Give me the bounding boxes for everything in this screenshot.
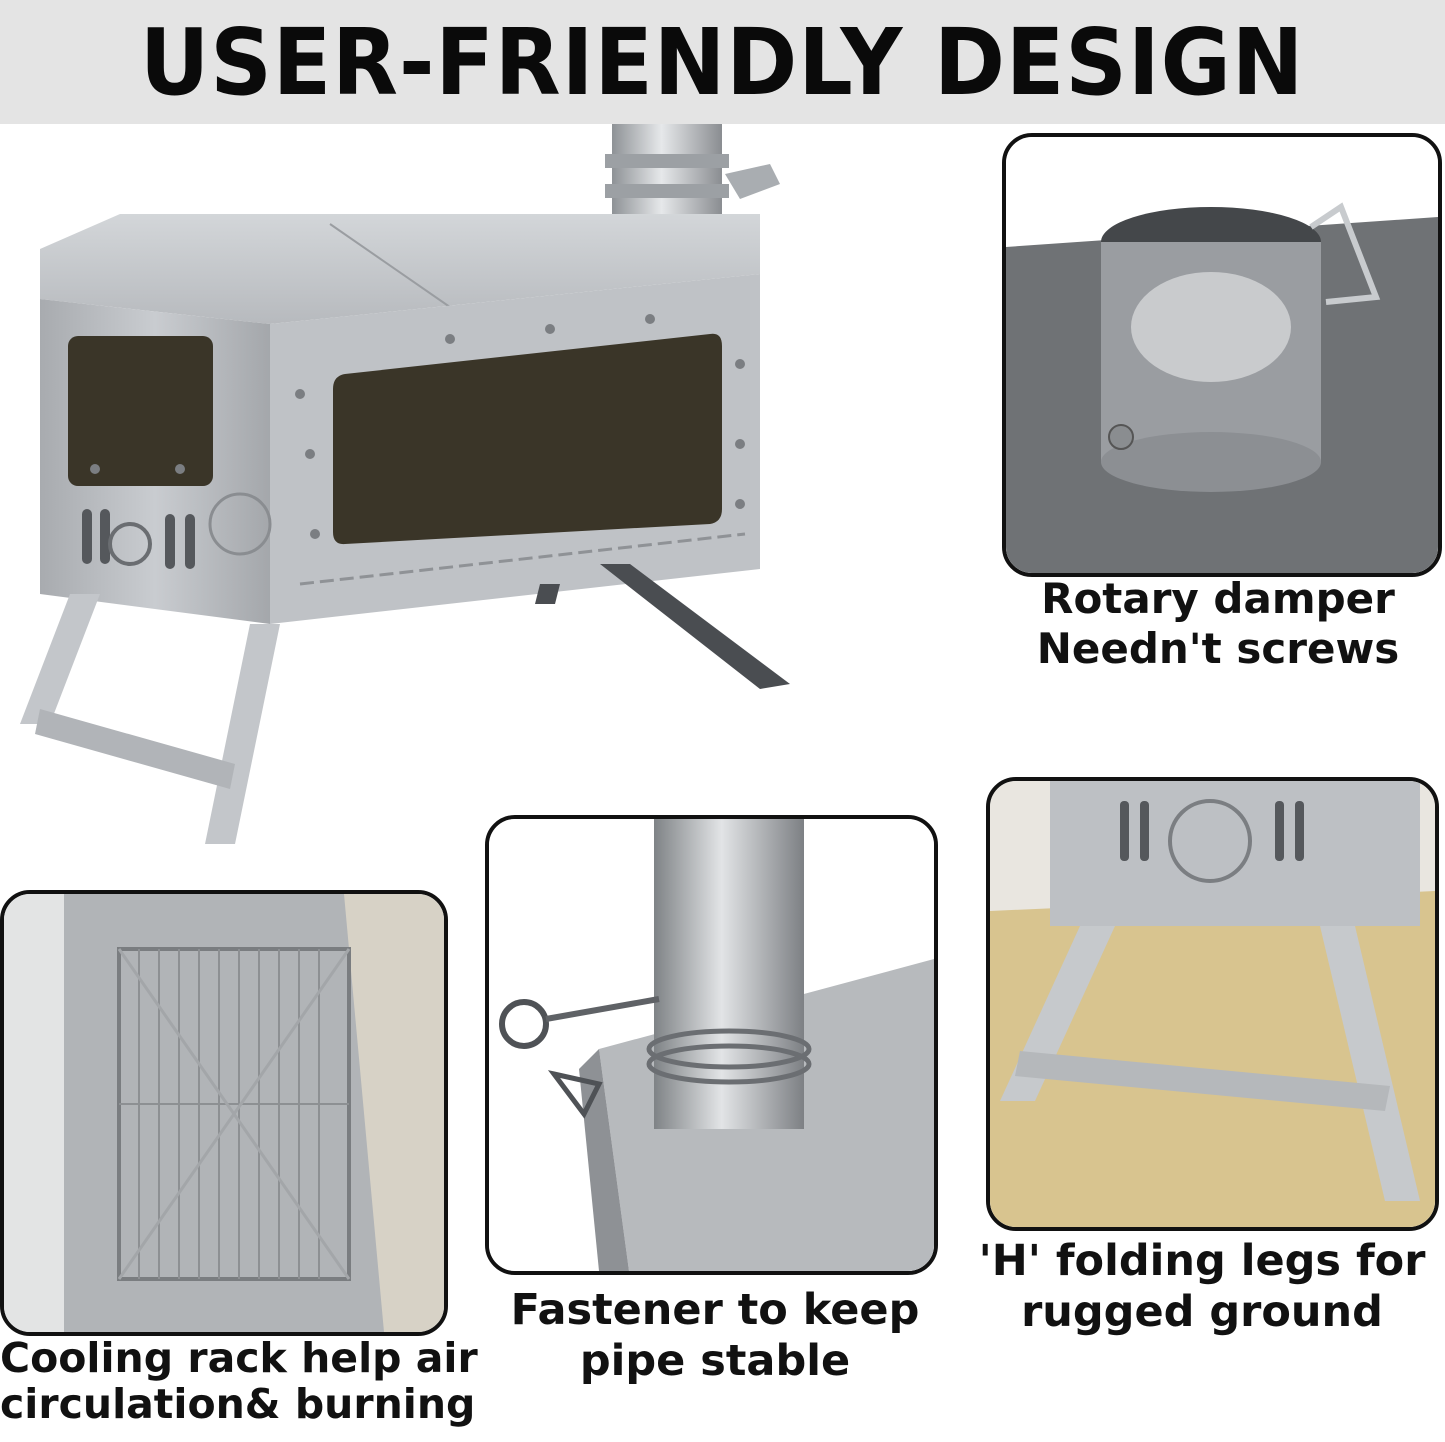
cooling-rack-panel — [0, 890, 448, 1336]
pipe-fastener-photo — [489, 819, 934, 1271]
rotary-damper-photo — [1006, 137, 1438, 573]
stove-hero-image — [0, 124, 990, 869]
pipe-fastener-panel — [485, 815, 938, 1275]
folding-legs-caption: 'H' folding legs for rugged ground — [978, 1236, 1426, 1337]
pipe-fastener-caption: Fastener to keep pipe stable — [510, 1285, 920, 1386]
cooling-rack-caption: Cooling rack help air circulation& burni… — [0, 1334, 478, 1428]
rotary-damper-caption: Rotary damper Needn't screws — [1036, 574, 1400, 673]
folding-legs-photo — [990, 781, 1435, 1227]
title-banner: USER-FRIENDLY DESIGN — [0, 0, 1445, 124]
rotary-damper-panel — [1002, 133, 1442, 577]
folding-legs-panel — [986, 777, 1439, 1231]
page-title: USER-FRIENDLY DESIGN — [140, 8, 1305, 116]
cooling-rack-photo — [4, 894, 444, 1332]
stove-illustration — [20, 124, 790, 844]
